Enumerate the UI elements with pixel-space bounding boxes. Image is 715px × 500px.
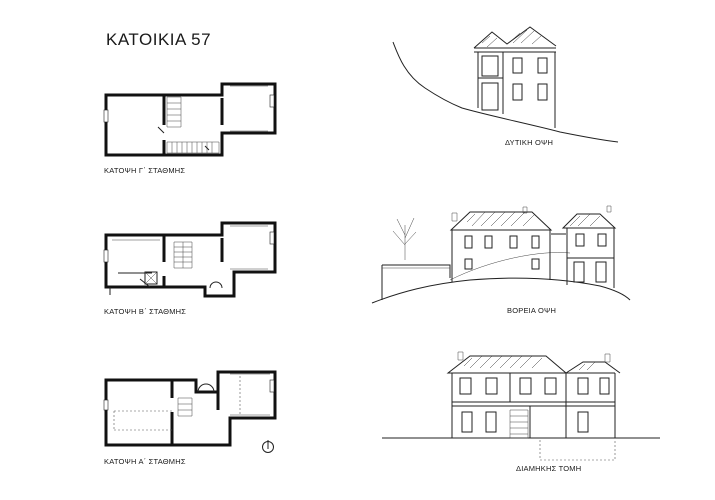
north-elevation [371,205,631,304]
plan-caption-third-level: ΚΑΤΟΨΗ Γ΄ ΣΤΑΘΜΗΣ [104,166,186,175]
floor-plan-second-level [103,221,277,298]
plan-caption-second-level: ΚΑΤΟΨΗ Β΄ ΣΤΑΘΜΗΣ [104,307,187,316]
floor-plan-third-level [103,82,277,157]
west-elevation [392,26,619,143]
elevation-caption-north: ΒΟΡΕΙΑ ΟΨΗ [507,306,557,315]
floor-plan-first-level [103,370,277,447]
drawing-title: ΚΑΤΟΙΚΙΑ 57 [106,30,212,49]
elevation-caption-west: ΔΥΤΙΚΗ ΟΨΗ [505,138,554,147]
longitudinal-section [382,351,660,461]
north-arrow-icon [262,440,274,453]
plan-caption-first-level: ΚΑΤΟΨΗ Α΄ ΣΤΑΘΜΗΣ [104,457,186,466]
section-caption-longitudinal: ΔΙΑΜΗΚΗΣ ΤΟΜΗ [516,464,582,473]
